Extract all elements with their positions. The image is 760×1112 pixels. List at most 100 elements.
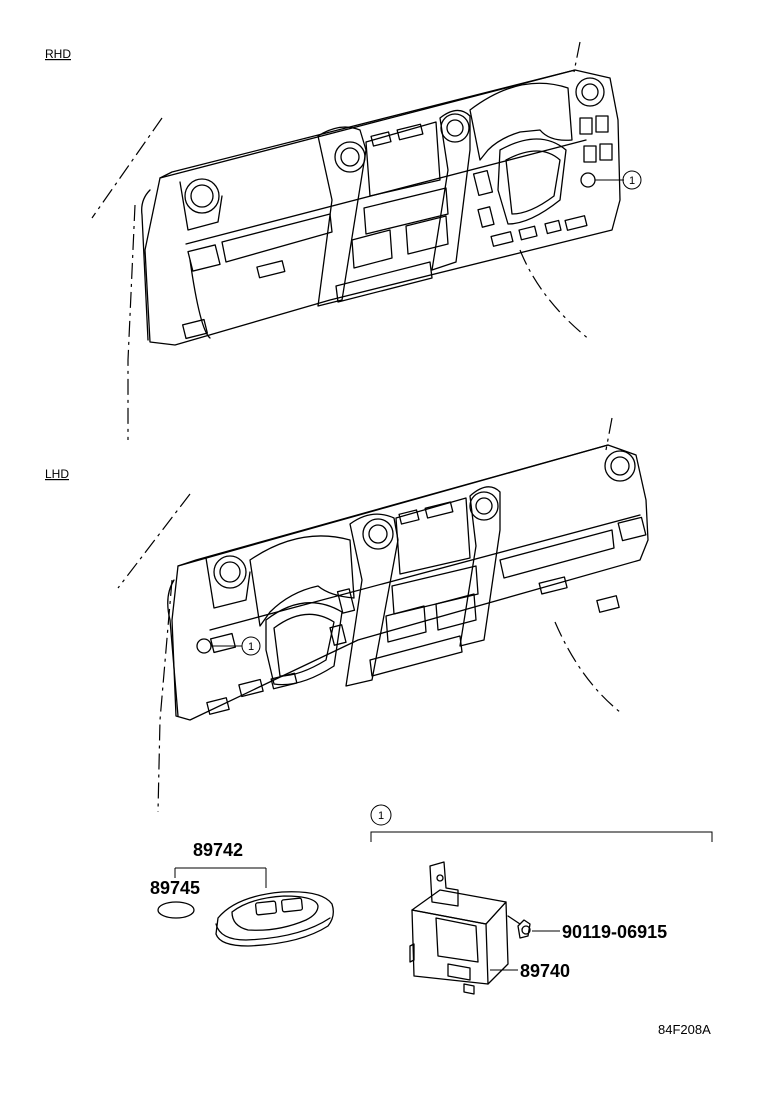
receiver-part-number: 89740: [520, 961, 570, 981]
lhd-center-right-vent: [469, 491, 499, 521]
rhd-label: RHD: [45, 47, 71, 61]
rhd-switch-e: [564, 215, 588, 231]
lhd-right-pillar-line: [605, 417, 613, 451]
figure-code: 84F208A: [658, 1022, 711, 1037]
lhd-left-vent-inner: [219, 561, 241, 583]
rhd-lower-left-switch: [181, 318, 209, 340]
rhd-left-pillar-line: [91, 117, 163, 219]
key-assembly-part-number: 89742: [193, 840, 243, 860]
lhd-left-switch-4: [206, 697, 230, 715]
rhd-dash-left-side: [141, 189, 151, 341]
rhd-ac-knob-left: [351, 229, 393, 269]
lhd-left-switch-2: [238, 678, 264, 698]
rhd-ac-panel: [363, 187, 449, 235]
bolt-leader: [507, 915, 521, 925]
rhd-dash-top-edge: [159, 69, 576, 179]
receiver-side-clip: [409, 943, 415, 963]
rhd-steering-wheel-pad: [497, 138, 567, 225]
group-callout-number: 1: [378, 810, 384, 822]
receiver-group: 1 90119-06915 89740: [370, 804, 713, 995]
lhd-ac-panel: [391, 565, 479, 615]
lhd-left-vent: [213, 555, 247, 589]
lhd-left-door-line: [157, 579, 173, 813]
rhd-center-right-vent-inner: [446, 119, 464, 137]
rhd-steering-wheel-inner: [505, 150, 561, 215]
group-callout-circle: [370, 804, 392, 826]
lhd-radio-button-1: [398, 509, 420, 525]
lhd-glovebox-latch: [538, 576, 568, 595]
receiver-label-area: [435, 917, 479, 963]
rhd-dashboard: 1: [91, 41, 642, 440]
rhd-left-door-line: [127, 204, 136, 440]
receiver-side-face: [485, 901, 509, 985]
rhd-radio-button-1: [370, 131, 392, 147]
lhd-dashboard: 1: [117, 417, 649, 813]
lhd-dash-top-edge: [177, 444, 609, 567]
lhd-radio-unit: [395, 497, 471, 575]
smart-key-lock-button: [254, 900, 278, 916]
receiver-connector: [447, 963, 471, 981]
lhd-floor-line: [554, 621, 621, 713]
rhd-lower-switch-1: [490, 231, 514, 247]
rhd-callout-number: 1: [629, 175, 635, 187]
lhd-radio-button-2: [424, 501, 454, 519]
rhd-center-left-vent-inner: [340, 147, 360, 167]
lhd-left-switch-1: [209, 632, 237, 654]
lhd-label: LHD: [45, 467, 69, 481]
lhd-center-left-pillar: [345, 513, 399, 687]
smart-key-body: [215, 891, 334, 947]
bolt-head: [517, 919, 531, 939]
lhd-cluster-hood: [249, 535, 355, 627]
rhd-center-left-vent: [334, 141, 366, 173]
rhd-lower-switch-3: [544, 219, 562, 235]
lhd-callout-number: 1: [248, 641, 254, 653]
rhd-lower-tray: [335, 261, 433, 303]
lhd-lower-tray: [369, 635, 463, 677]
key-assembly-group: 89742 89745: [150, 840, 334, 947]
receiver-mounting-bracket: [429, 861, 459, 907]
smart-key-unlock-button: [280, 897, 304, 913]
rhd-glovebox-latch: [256, 260, 286, 279]
rhd-center-right-vent: [440, 113, 470, 143]
rhd-right-pillar-line: [573, 41, 581, 73]
rhd-switch-a: [579, 117, 593, 135]
rhd-dash-lower-left: [189, 259, 211, 339]
lhd-steering-wheel-inner: [273, 613, 335, 677]
lhd-left-vent-housing: [205, 557, 251, 609]
rhd-lower-switch-2: [518, 225, 538, 241]
lhd-right-vent: [604, 450, 636, 482]
rhd-left-vent: [184, 178, 220, 214]
lhd-glovebox-handle: [499, 529, 615, 579]
rhd-right-vent-inner: [581, 83, 599, 101]
lhd-center-right-vent-inner: [475, 497, 493, 515]
lhd-cluster-switch: [336, 588, 356, 614]
lhd-receiver-location: [196, 638, 212, 654]
lhd-dash-left-side: [167, 579, 179, 717]
battery-cell: [157, 901, 195, 919]
rhd-left-switch: [187, 244, 221, 272]
rhd-dash-outline: [144, 69, 621, 346]
key-assembly-bracket: [174, 867, 267, 888]
lhd-left-switch-3: [270, 672, 298, 690]
bolt-washer: [521, 925, 531, 935]
lhd-callout-circle: [241, 636, 261, 656]
smart-key-button-panel: [231, 895, 319, 931]
rhd-switch-b: [595, 115, 609, 133]
rhd-left-vent-inner: [190, 184, 214, 208]
lhd-lower-right-switch: [596, 595, 620, 613]
rhd-center-left-pillar: [317, 126, 367, 307]
rhd-center-right-pillar: [431, 109, 471, 271]
lhd-steering-wheel-pad: [265, 602, 343, 686]
smart-key-edge: [215, 917, 331, 941]
rhd-cluster-hood: [469, 82, 573, 161]
battery-part-number: 89745: [150, 878, 200, 898]
group-bracket: [370, 831, 713, 842]
rhd-cluster-switch: [472, 169, 494, 197]
lhd-right-switch: [617, 516, 647, 542]
rhd-switch-c: [583, 145, 597, 163]
rhd-floor-line: [519, 249, 591, 341]
lhd-dash-outline: [171, 444, 649, 721]
rhd-right-vent: [575, 77, 605, 107]
lhd-ac-knob-right: [435, 593, 477, 631]
lhd-dash-mid-line: [209, 514, 641, 631]
